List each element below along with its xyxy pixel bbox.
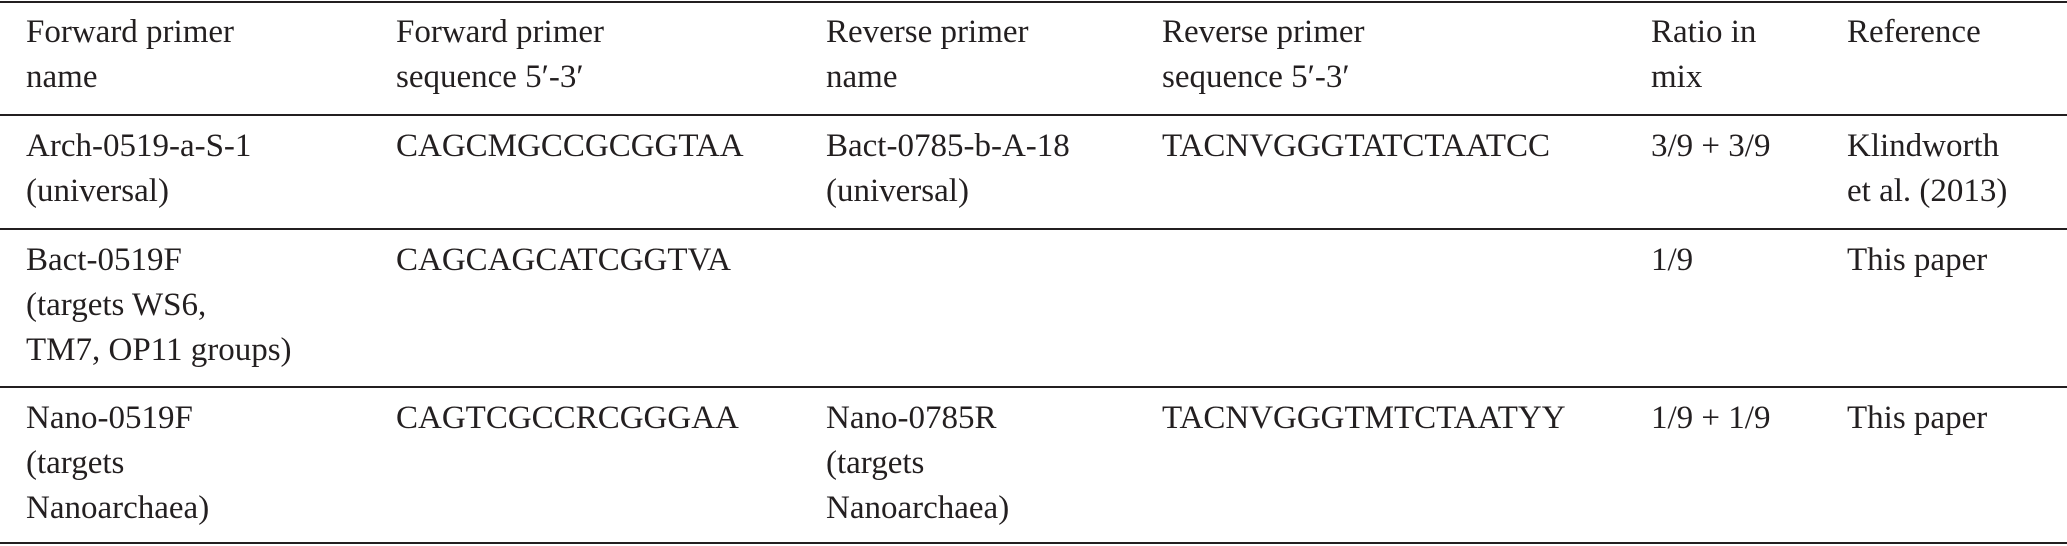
table-cell: Arch-0519-a-S-1 (universal): [26, 128, 252, 209]
table-cell: Nano-0785R (targets Nanoarchaea): [826, 400, 1010, 526]
table-cell: CAGTCGCCRCGGGAA: [396, 400, 739, 436]
header-forward-primer-name: Forward primer name: [26, 14, 235, 95]
table-cell: Klindworth et al. (2013): [1847, 128, 2008, 209]
table-cell: Nano-0519F (targets Nanoarchaea): [26, 400, 210, 526]
table-top-rule: [0, 1, 2067, 3]
header-reverse-primer-sequence: Reverse primer sequence 5′-3′: [1162, 14, 1365, 95]
table-cell: Bact-0519F (targets WS6, TM7, OP11 group…: [26, 242, 292, 368]
header-bottom-rule: [0, 114, 2067, 116]
table-bottom-rule: [0, 542, 2067, 544]
table-cell: CAGCMGCCGCGGTAA: [396, 128, 744, 164]
header-reference: Reference: [1847, 14, 1981, 50]
table-cell: Bact-0785-b-A-18 (universal): [826, 128, 1070, 209]
table-cell: 1/9 + 1/9: [1651, 400, 1771, 436]
table-cell: 3/9 + 3/9: [1651, 128, 1771, 164]
row-divider: [0, 228, 2067, 230]
header-reverse-primer-name: Reverse primer name: [826, 14, 1029, 95]
table-cell: This paper: [1847, 400, 1988, 436]
table-cell: CAGCAGCATCGGTVA: [396, 242, 731, 278]
header-forward-primer-sequence: Forward primer sequence 5′-3′: [396, 14, 605, 95]
table-cell: TACNVGGGTMTCTAATYY: [1162, 400, 1566, 436]
row-divider: [0, 386, 2067, 388]
table-cell: This paper: [1847, 242, 1988, 278]
header-ratio-in-mix: Ratio in mix: [1651, 14, 1757, 95]
table-cell: 1/9: [1651, 242, 1694, 278]
table-cell: TACNVGGGTATCTAATCC: [1162, 128, 1551, 164]
